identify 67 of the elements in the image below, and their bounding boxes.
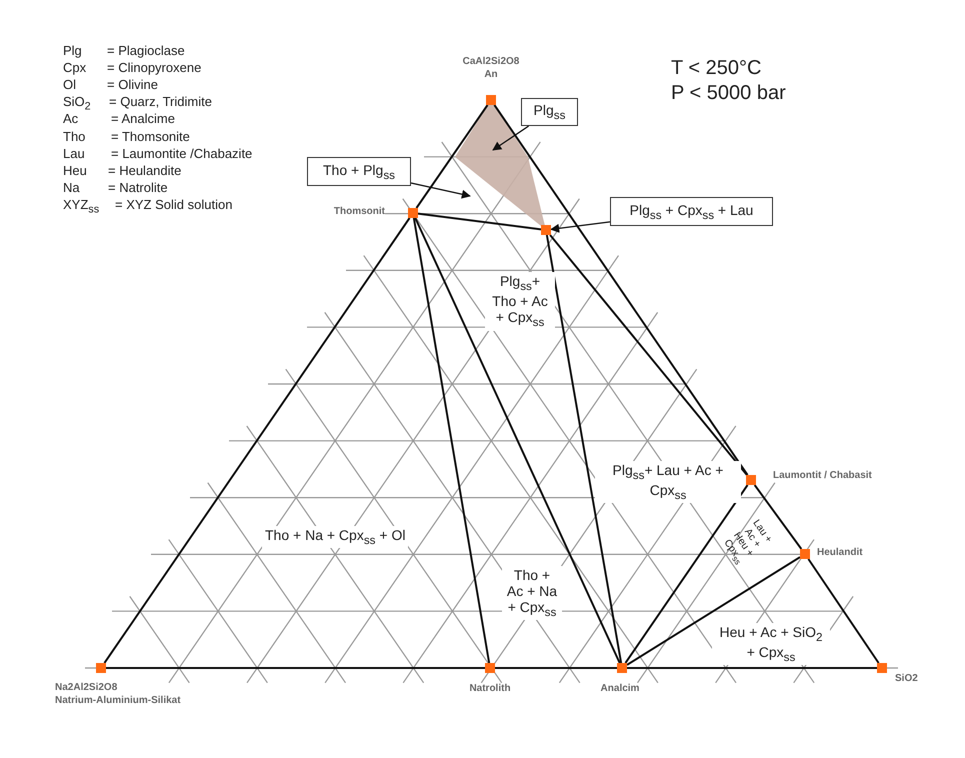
abbreviation-definition: = Thomsonite [111, 130, 190, 144]
vertex-label: Na2Al2Si2O8 [55, 682, 118, 693]
phase-field-label: Heu + Ac + SiO$_{2}$ + Cpx$_{ss}$ [712, 623, 830, 666]
callout-box: Plg$_{ss}$ + Cpx$_{ss}$ + Lau [610, 197, 773, 226]
phase-boundary-line [412, 218, 490, 664]
point-marker [617, 663, 627, 673]
phase-field-label: Plg$_{ss}$+ Tho + Ac + Cpx$_{ss}$ [485, 272, 555, 331]
phase-boundary-line [546, 234, 622, 664]
abbreviation: Lau [63, 146, 85, 162]
abbreviation: Ac [63, 112, 78, 128]
vertex-label: Heulandit [817, 547, 863, 558]
condition-text: P < 5000 bar [671, 82, 786, 105]
callout-box: Plg$_{ss}$ [521, 98, 578, 126]
phase-boundary-line [627, 667, 877, 669]
phase-boundary-line [106, 667, 485, 669]
vertex-label: Natrolith [469, 683, 511, 694]
vertex-label: Thomsonit [334, 206, 385, 217]
vertex-label: An [484, 69, 498, 80]
abbreviation: Plg [63, 44, 82, 59]
phase-boundary-line [418, 212, 542, 230]
abbreviation-definition: = Clinopyroxene [107, 61, 202, 76]
arrow [492, 125, 530, 151]
abbreviation-definition: = Heulandite [108, 164, 182, 179]
arrow [410, 182, 471, 199]
phase-boundary-line [624, 484, 748, 664]
point-marker [746, 475, 756, 485]
abbreviation-definition: = Plagioclase [107, 44, 185, 59]
point-marker [486, 95, 496, 105]
point-marker [877, 663, 887, 673]
abbreviation: SiO$_{2}$ [63, 95, 91, 114]
phase-field-label: Plg$_{ss}$+ Lau + Ac + Cpx$_{ss}$ [595, 461, 741, 504]
abbreviation-definition: = Natrolite [108, 180, 168, 196]
phase-field-label: Tho + Na + Cpx$_{ss}$ + Ol [262, 526, 408, 548]
phase-boundary-line [416, 104, 488, 209]
abbreviation-definition: = Analcime [111, 112, 175, 128]
phase-boundary-line [104, 217, 410, 664]
abbreviation-definition: = Olivine [107, 78, 158, 94]
point-marker [408, 208, 418, 218]
point-marker [96, 663, 106, 673]
phase-boundary-line [754, 484, 802, 550]
point-marker [485, 663, 495, 673]
vertex-label: SiO2 [895, 673, 918, 684]
point-marker [541, 225, 551, 235]
abbreviation: Ol [63, 78, 76, 94]
arrow [550, 221, 610, 233]
abbreviation: Heu [63, 164, 87, 179]
abbreviation: Cpx [63, 61, 86, 76]
vertex-label: Natrium-Aluminium-Silikat [55, 695, 181, 706]
phase-boundary-line [549, 234, 748, 476]
phase-boundary-line [494, 104, 748, 476]
abbreviation: XYZ$_{ss}$ [63, 198, 100, 216]
phase-boundary-line [495, 667, 617, 669]
vertex-label: Laumontit / Chabasit [773, 470, 872, 481]
phase-boundary-line [414, 218, 621, 664]
condition-text: T < 250°C [671, 57, 762, 80]
abbreviation-definition: = Quarz, Tridimite [109, 95, 212, 110]
point-marker [800, 549, 810, 559]
abbreviation-definition: = XYZ Solid solution [115, 198, 232, 213]
vertex-label: Analcim [600, 683, 640, 694]
phase-boundary-line [626, 556, 801, 666]
abbreviation: Tho [63, 130, 86, 144]
abbreviation-definition: = Laumontite /Chabazite [111, 146, 252, 162]
callout-box: Tho + Plg$_{ss}$ [307, 157, 411, 186]
phase-field-label: Tho + Ac + Na + Cpx$_{ss}$ [502, 566, 562, 620]
vertex-label: CaAl2Si2O8 [462, 56, 520, 67]
phase-boundary-line [808, 558, 880, 664]
abbreviation: Na [63, 180, 80, 196]
